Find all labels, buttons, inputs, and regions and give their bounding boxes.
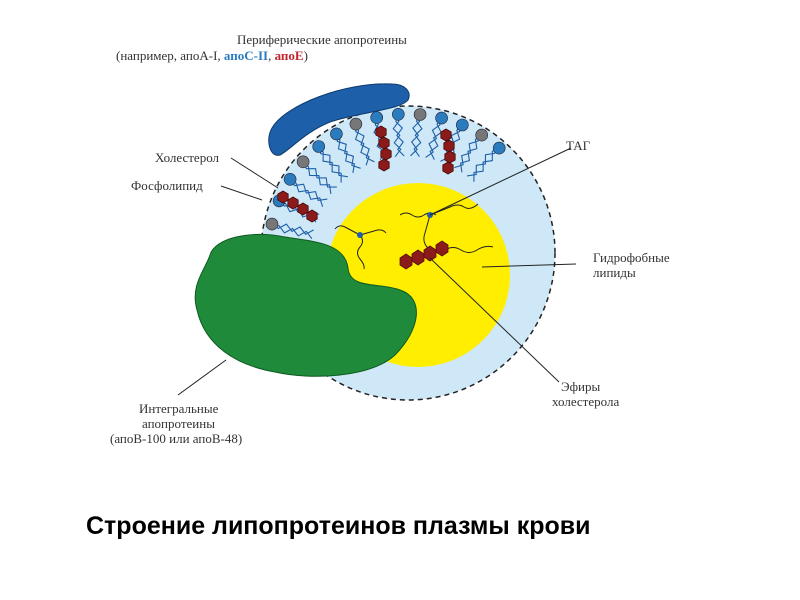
phospholipid-head: [265, 217, 279, 231]
apoE-label: апоЕ: [275, 48, 304, 63]
cholesterol-ring: [277, 190, 289, 204]
phospholipid-head: [312, 140, 326, 153]
integral-label-line3: (апоВ-100 или апоВ-48): [110, 431, 242, 446]
phospholipid-tail: [289, 178, 328, 202]
phospholipid-tail: [302, 161, 337, 188]
cholesterol-ring: [375, 125, 387, 139]
cholesterol-ring: [378, 136, 390, 150]
phospholipid-tail: [335, 133, 361, 169]
cholesterol-ring: [443, 139, 455, 153]
tag-label: ТАГ: [566, 138, 591, 153]
cholesterol-ring: [440, 128, 452, 142]
phospholipid-head: [413, 108, 427, 121]
phospholipid-head: [349, 117, 363, 131]
hydrophobic-leader: [481, 263, 577, 268]
phospholipid-head: [283, 173, 297, 186]
phospholipid-tail: [413, 114, 423, 157]
cholesterol-ring: [380, 147, 392, 161]
apoC-label: апоС-II: [224, 48, 268, 63]
cholesterol-ring: [287, 196, 299, 210]
cholesterol-molecules: [277, 125, 456, 223]
phospholipid-tail: [459, 134, 483, 173]
phospholipid-tail: [271, 224, 313, 240]
cholesterol-leader: [230, 157, 279, 189]
phospholipid-tails: [271, 114, 500, 240]
hydrophobic-label-line1: Гидрофобные: [593, 250, 670, 265]
phospholipid-tail: [425, 117, 441, 158]
phospholipid-tail: [352, 124, 370, 166]
phospholipid-tail: [318, 146, 348, 178]
phospholipid-tail: [410, 114, 421, 157]
phospholipid-tail: [467, 145, 498, 177]
phospholipid-leader: [220, 185, 263, 201]
phospholipid-tail: [333, 134, 356, 173]
phospholipid-head: [391, 108, 405, 121]
page-caption: Строение липопротеинов плазмы крови: [86, 512, 591, 540]
hydrophobic-label-line2: липиды: [593, 265, 636, 280]
phospholipid-tail: [392, 114, 402, 158]
phospholipid-tail: [271, 223, 314, 236]
cholesterol-ring: [442, 161, 454, 175]
peripheral-title-label: Периферические апопротеины: [237, 32, 407, 47]
phospholipid-tail: [288, 181, 324, 207]
phospholipid-tail: [473, 147, 500, 182]
phospholipid-tail: [300, 163, 332, 194]
phospholipid-tail: [316, 147, 342, 183]
peripheral-examples-label: (например, апоА-I, апоС-II, апоЕ): [116, 48, 308, 63]
tag-leader: [429, 147, 572, 216]
esters-label-line1: Эфиры: [561, 379, 600, 394]
phospholipid-label: Фосфолипид: [131, 178, 203, 193]
phospholipid-head: [435, 111, 448, 125]
phospholipid-head: [492, 141, 506, 155]
peripheral-apoprotein: [268, 83, 410, 156]
phospholipid-head: [475, 128, 489, 142]
cholesterol-ring: [444, 150, 456, 164]
phospholipid-tail: [355, 124, 375, 163]
phospholipid-head: [370, 111, 384, 124]
phospholipid-tail: [395, 114, 405, 157]
integral-label-line1: Интегральные: [139, 401, 219, 416]
phospholipid-heads: [265, 108, 506, 231]
leader-lines: [177, 147, 577, 396]
cholesterol-ring: [306, 209, 318, 223]
integral-label-line2: апопротеины: [142, 416, 215, 431]
cholesterol-ring: [297, 202, 309, 216]
esters-leader: [429, 257, 560, 383]
phospholipid-tail: [429, 117, 443, 160]
integral-apoprotein: [194, 234, 417, 377]
cholesterol-ring: [378, 158, 390, 172]
integral-leader: [177, 359, 227, 396]
phospholipid-tail: [454, 133, 480, 169]
phospholipid-head: [296, 155, 310, 169]
phospholipid-head: [330, 127, 343, 141]
phospholipid-head: [455, 118, 469, 132]
cholesterol-ester: [399, 240, 449, 270]
esters-label-line2: холестерола: [552, 394, 619, 409]
cholesterol-label: Холестерол: [155, 150, 220, 165]
